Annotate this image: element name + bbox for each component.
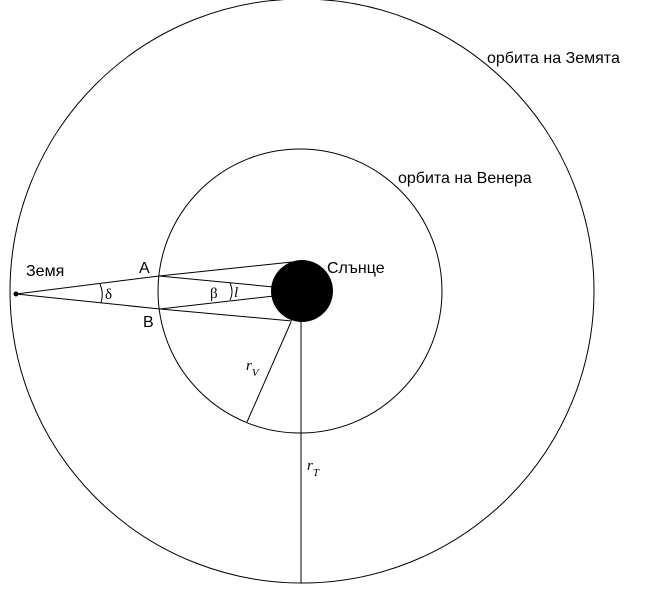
line-a-to-sun-center [158, 275, 275, 288]
line-earth-to-b [15, 293, 161, 310]
angle-mark-label: l [234, 285, 238, 301]
point-b-label: B [143, 314, 154, 331]
point-a-label: A [139, 260, 150, 277]
line-b-to-sun-center [159, 295, 275, 310]
venus-orbit-circle [157, 148, 443, 434]
angle-beta-arc [229, 282, 233, 301]
radius-venus-label: rV [246, 358, 260, 379]
line-b-to-sun-bottom [159, 308, 293, 322]
sun-disk [271, 260, 333, 322]
earth-orbit-circle [9, 0, 595, 584]
line-earth-to-a [15, 275, 160, 295]
radius-venus-line [246, 321, 292, 423]
angle-delta-arc [99, 283, 103, 304]
radius-earth-subscript: T [313, 467, 320, 479]
venus-orbit-label: орбита на Венера [398, 170, 532, 187]
radius-venus-subscript: V [252, 367, 260, 379]
earth-label: Земя [26, 263, 64, 280]
earth-orbit-label: орбита на Земята [487, 50, 620, 67]
line-a-to-sun-top [158, 261, 293, 277]
angle-beta-label: β [210, 286, 218, 302]
radius-earth-label: rT [307, 458, 320, 479]
radius-venus-symbol: r [246, 358, 252, 374]
angle-delta-label: δ [105, 287, 112, 303]
sun-label: Слънце [327, 260, 385, 277]
radius-earth-symbol: r [307, 458, 313, 474]
